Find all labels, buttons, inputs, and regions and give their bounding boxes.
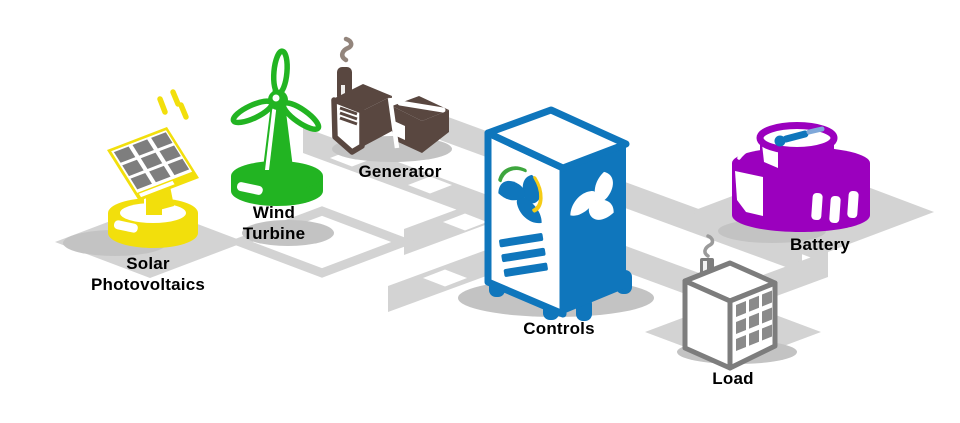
controls-icon — [484, 106, 632, 321]
generator-icon — [331, 36, 449, 155]
controls-top-face — [484, 106, 630, 172]
solar-panel — [107, 127, 199, 201]
controls-vents — [499, 233, 548, 277]
turbine-blades — [230, 48, 322, 132]
battery-upper-cylinder — [756, 122, 838, 171]
load-windows — [736, 290, 772, 352]
generator-smoke-icon — [340, 36, 354, 63]
solar-photovoltaics-icon — [107, 89, 199, 248]
solar-photovoltaics-label: Solar Photovoltaics — [90, 254, 206, 294]
swirl-logo-side-icon — [570, 171, 614, 220]
swirl-logo-front-icon — [498, 166, 543, 224]
battery-icon — [732, 122, 870, 232]
load-icon — [682, 234, 778, 371]
turbine-tower — [262, 88, 294, 176]
controls-side-face — [563, 144, 626, 314]
wind-turbine-icon — [230, 48, 323, 206]
controls-label: Controls — [523, 319, 595, 338]
sun-rays-icon — [157, 89, 189, 120]
load-label: Load — [712, 369, 754, 388]
battery-label: Battery — [790, 235, 850, 254]
generator-label: Generator — [358, 162, 442, 181]
generator-body — [331, 84, 449, 155]
load-building — [682, 260, 778, 371]
battery-terminal-icon — [774, 126, 825, 147]
load-smoke-icon — [703, 234, 715, 258]
wind-turbine-label: Wind Turbine — [242, 203, 306, 243]
